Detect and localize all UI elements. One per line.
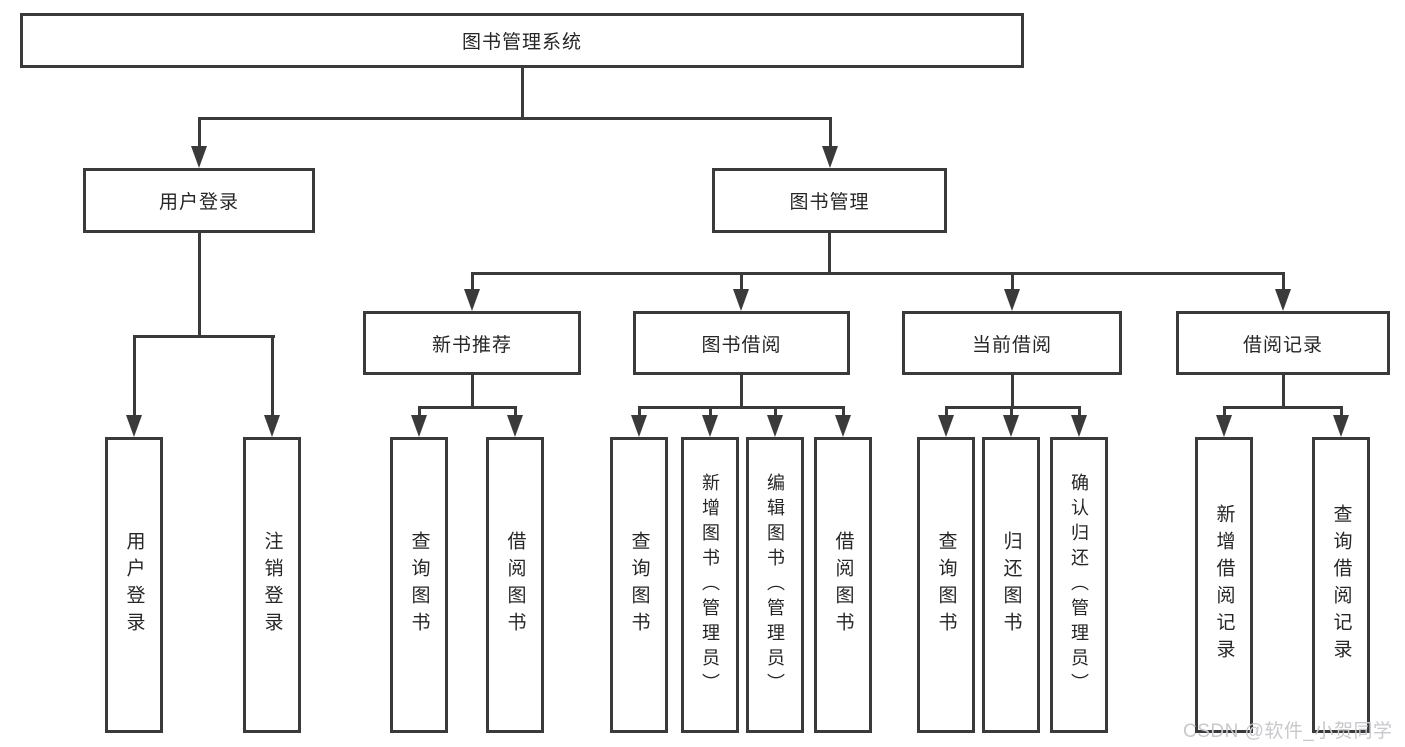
- connector-current-borrow-stem: [1010, 375, 1014, 408]
- connector-leaf-drop: [513, 405, 517, 418]
- connector-to-new-book: [470, 271, 474, 291]
- connector-leaf-drop: [417, 405, 421, 418]
- connector-user-login-rail: [132, 334, 275, 338]
- connector-to-logout-leaf: [270, 334, 274, 417]
- connector-book-mgmt-rail: [470, 271, 1285, 275]
- node-book-mgmt-label: 图书管理: [789, 192, 870, 213]
- node-book-borrow: 图书借阅: [633, 311, 850, 375]
- connector-to-records: [1281, 271, 1285, 291]
- node-book-borrow-label: 图书借阅: [701, 334, 782, 356]
- node-library-system: 图书管理系统: [20, 13, 1024, 68]
- leaf-query-books-1-label: 查询图书: [408, 531, 430, 639]
- arrow-down-icon: [411, 415, 427, 437]
- connector-current-borrow-rail: [944, 405, 1081, 409]
- arrow-down-icon: [822, 146, 838, 168]
- connector-leaf-drop: [708, 405, 712, 418]
- connector-new-book-stem: [470, 375, 474, 408]
- arrow-down-icon: [1333, 415, 1349, 437]
- arrow-down-icon: [1275, 289, 1291, 311]
- leaf-query-borrow-record-label: 查询借阅记录: [1330, 504, 1352, 666]
- node-current-borrow: 当前借阅: [902, 311, 1122, 375]
- node-borrow-records: 借阅记录: [1176, 311, 1390, 375]
- leaf-add-borrow-record: 新增借阅记录: [1195, 437, 1253, 733]
- connector-to-borrow: [739, 271, 743, 291]
- leaf-borrow-books-1-label: 借阅图书: [504, 531, 526, 639]
- leaf-query-borrow-record: 查询借阅记录: [1312, 437, 1370, 733]
- arrow-down-icon: [126, 415, 142, 437]
- connector-new-book-rail: [417, 405, 517, 409]
- leaf-query-books-3-label: 查询图书: [935, 531, 957, 639]
- arrow-down-icon: [191, 146, 207, 168]
- leaf-confirm-return-admin: 确认归还（管理员）: [1050, 437, 1108, 733]
- arrow-down-icon: [507, 415, 523, 437]
- csdn-watermark: CSDN @软件_小贺同学: [1183, 721, 1393, 742]
- connector-root-rail: [197, 116, 832, 120]
- connector-root-to-book-mgmt: [828, 116, 832, 148]
- connector-leaf-drop: [1009, 405, 1013, 418]
- node-new-book-recommend: 新书推荐: [363, 311, 581, 375]
- arrow-down-icon: [631, 415, 647, 437]
- arrow-down-icon: [702, 415, 718, 437]
- connector-leaf-drop: [637, 405, 641, 418]
- leaf-user-login-label: 用户登录: [123, 531, 145, 639]
- leaf-add-books-admin: 新增图书（管理员）: [681, 437, 739, 733]
- leaf-add-books-admin-label: 新增图书（管理员）: [700, 472, 720, 698]
- connector-leaf-drop: [1077, 405, 1081, 418]
- connector-leaf-drop: [944, 405, 948, 418]
- node-current-borrow-label: 当前借阅: [971, 334, 1052, 356]
- leaf-return-books: 归还图书: [982, 437, 1040, 733]
- arrow-down-icon: [733, 289, 749, 311]
- node-library-system-label: 图书管理系统: [461, 32, 582, 53]
- leaf-query-books-3: 查询图书: [917, 437, 975, 733]
- arrow-down-icon: [1071, 415, 1087, 437]
- leaf-edit-books-admin-label: 编辑图书（管理员）: [765, 472, 785, 698]
- connector-root-to-user-login: [197, 116, 201, 148]
- connector-book-borrow-rail: [637, 405, 845, 409]
- arrow-down-icon: [264, 415, 280, 437]
- leaf-query-books-2-label: 查询图书: [628, 531, 650, 639]
- connector-to-login-leaf: [132, 334, 136, 417]
- connector-records-stem: [1281, 375, 1285, 408]
- arrow-down-icon: [835, 415, 851, 437]
- node-book-mgmt: 图书管理: [712, 168, 947, 233]
- node-new-book-recommend-label: 新书推荐: [431, 334, 512, 356]
- arrow-down-icon: [1216, 415, 1232, 437]
- leaf-confirm-return-admin-label: 确认归还（管理员）: [1069, 472, 1089, 698]
- connector-leaf-drop: [1222, 405, 1226, 418]
- connector-book-mgmt-stem: [827, 233, 831, 274]
- connector-leaf-drop: [773, 405, 777, 418]
- leaf-query-books-2: 查询图书: [610, 437, 668, 733]
- leaf-return-books-label: 归还图书: [1000, 531, 1022, 639]
- node-user-login: 用户登录: [83, 168, 315, 233]
- leaf-borrow-books-2-label: 借阅图书: [832, 531, 854, 639]
- leaf-edit-books-admin: 编辑图书（管理员）: [746, 437, 804, 733]
- arrow-down-icon: [1003, 415, 1019, 437]
- connector-root-stem: [520, 68, 524, 118]
- leaf-query-books-1: 查询图书: [390, 437, 448, 733]
- connector-records-rail: [1222, 405, 1343, 409]
- leaf-user-login: 用户登录: [105, 437, 163, 733]
- connector-leaf-drop: [1339, 405, 1343, 418]
- connector-leaf-drop: [841, 405, 845, 418]
- leaf-borrow-books-1: 借阅图书: [486, 437, 544, 733]
- arrow-down-icon: [464, 289, 480, 311]
- arrow-down-icon: [767, 415, 783, 437]
- leaf-borrow-books-2: 借阅图书: [814, 437, 872, 733]
- connector-user-login-stem: [197, 233, 201, 337]
- leaf-logout-label: 注销登录: [261, 531, 283, 639]
- arrow-down-icon: [1004, 289, 1020, 311]
- node-borrow-records-label: 借阅记录: [1242, 334, 1323, 356]
- node-user-login-label: 用户登录: [158, 192, 239, 213]
- leaf-add-borrow-record-label: 新增借阅记录: [1213, 504, 1235, 666]
- connector-book-borrow-stem: [739, 375, 743, 408]
- connector-to-current: [1010, 271, 1014, 291]
- leaf-logout: 注销登录: [243, 437, 301, 733]
- arrow-down-icon: [938, 415, 954, 437]
